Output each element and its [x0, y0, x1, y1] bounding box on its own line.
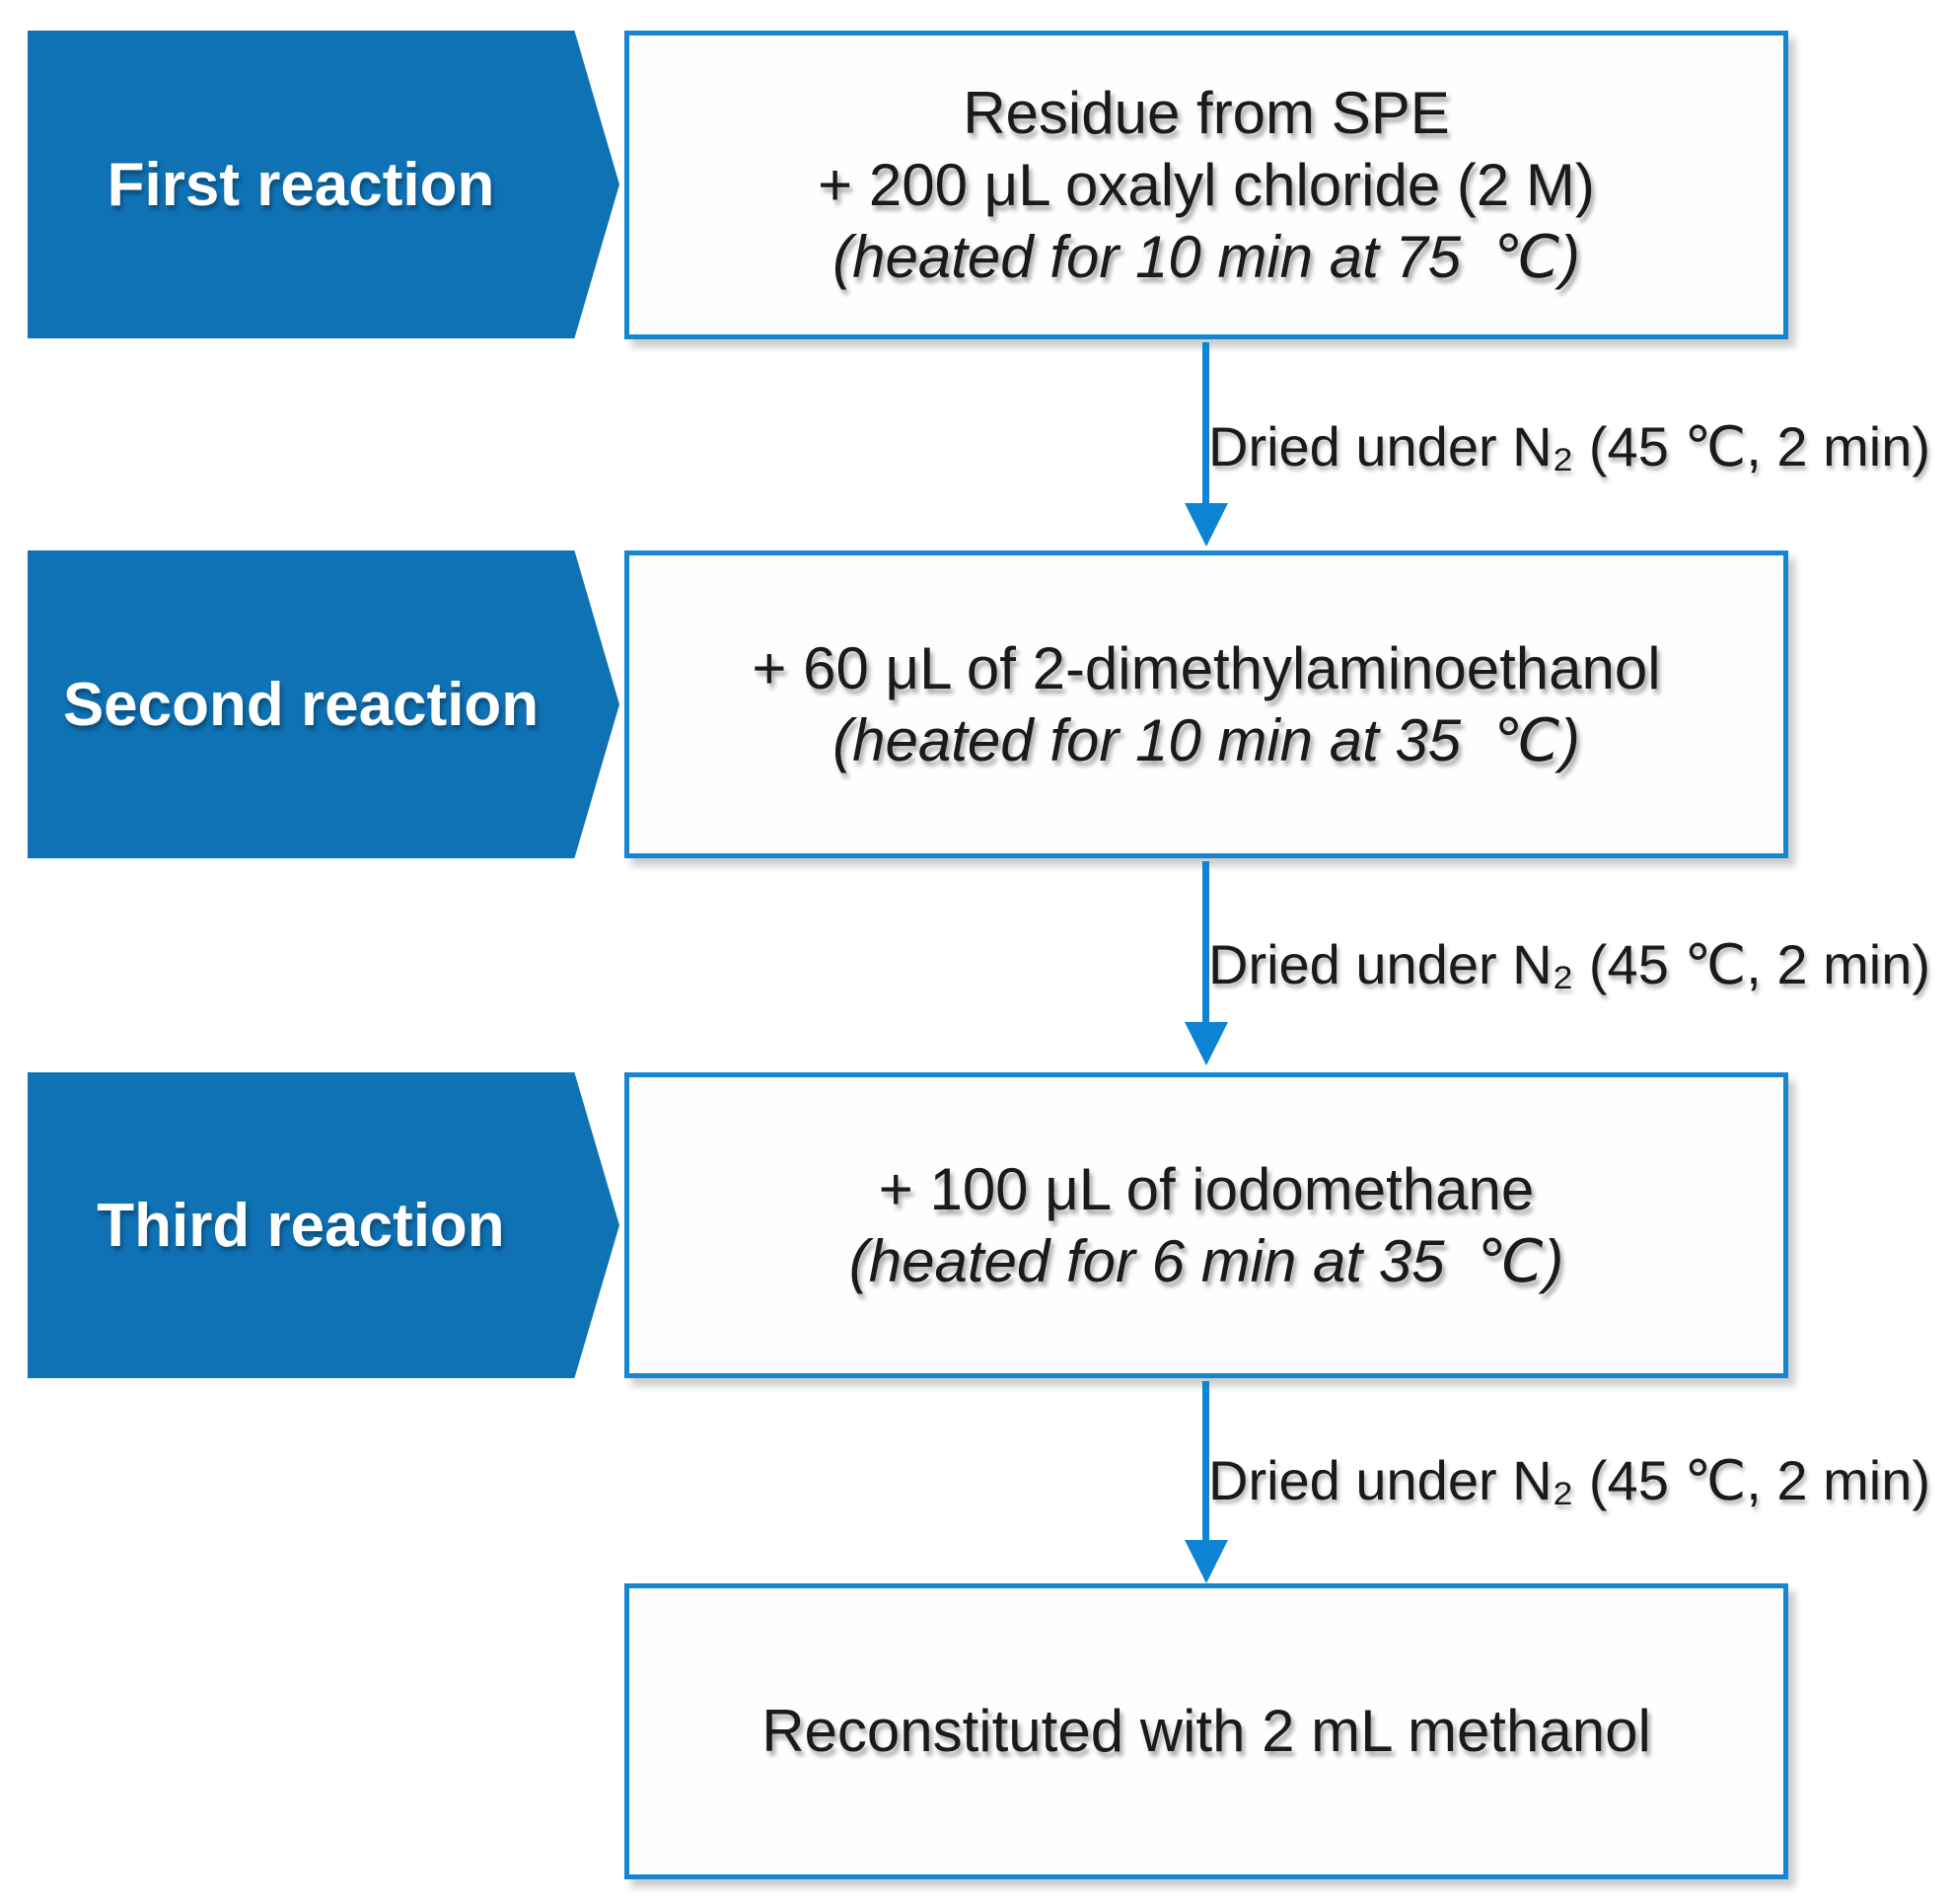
step-box-reconstitution: Reconstituted with 2 mL methanol: [624, 1583, 1788, 1879]
step-box-3-line-1: + 100 μL of iodomethane: [878, 1155, 1535, 1222]
flow-arrow-1-label: Dried under N₂ (45 ℃, 2 min): [1208, 415, 1930, 477]
flow-arrow-2-label: Dried under N₂ (45 ℃, 2 min): [1208, 933, 1930, 995]
step-box-3-line-2: (heated for 6 min at 35 ℃): [848, 1228, 1564, 1294]
step-box-1-line-1: Residue from SPE: [963, 79, 1450, 146]
step-box-1-line-3: (heated for 10 min at 75 ℃): [832, 224, 1580, 291]
stage-label-second-reaction: Second reaction: [62, 670, 540, 739]
stage-label-third-reaction: Third reaction: [97, 1191, 505, 1260]
flow-arrow-2-line: [1202, 861, 1209, 1025]
stage-arrow-third-reaction: Third reaction: [28, 1072, 619, 1378]
flow-arrow-1-line: [1202, 342, 1209, 506]
flow-arrow-3-line: [1202, 1381, 1209, 1543]
step-box-4-line-1: Reconstituted with 2 mL methanol: [761, 1698, 1651, 1765]
stage-arrow-second-reaction: Second reaction: [28, 550, 619, 858]
stage-label-first-reaction: First reaction: [107, 150, 495, 219]
step-box-2-line-2: (heated for 10 min at 35 ℃): [832, 707, 1580, 773]
step-box-2-line-1: + 60 μL of 2-dimethylaminoethanol: [752, 634, 1661, 701]
flow-arrow-3-head-icon: [1185, 1540, 1228, 1583]
stage-arrow-first-reaction: First reaction: [28, 31, 619, 338]
flow-arrow-3-label: Dried under N₂ (45 ℃, 2 min): [1208, 1449, 1930, 1511]
step-box-1-line-2: + 200 μL oxalyl chloride (2 M): [818, 151, 1595, 218]
flow-arrow-2-head-icon: [1185, 1022, 1228, 1065]
step-box-first-reaction: Residue from SPE + 200 μL oxalyl chlorid…: [624, 31, 1788, 339]
flow-arrow-1-head-icon: [1185, 503, 1228, 547]
step-box-third-reaction: + 100 μL of iodomethane (heated for 6 mi…: [624, 1072, 1788, 1378]
step-box-second-reaction: + 60 μL of 2-dimethylaminoethanol (heate…: [624, 550, 1788, 858]
